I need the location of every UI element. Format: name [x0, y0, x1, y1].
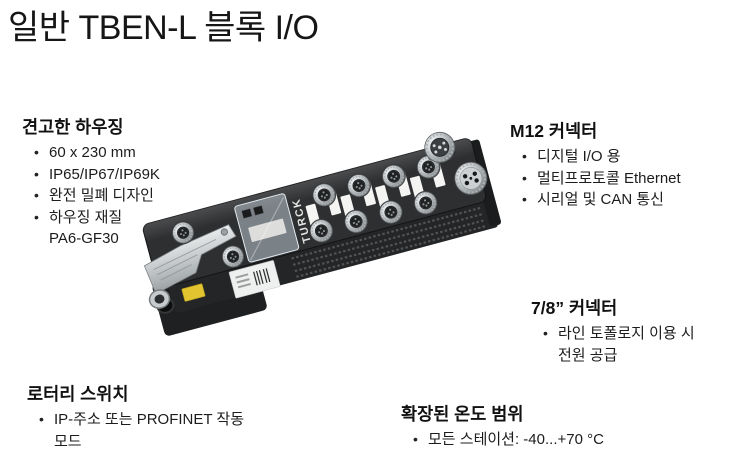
bullet-item: 시리얼 및 CAN 통신: [522, 189, 681, 211]
m12-heading: M12 커넥터: [510, 121, 598, 141]
78-connector-heading: 7/8” 커넥터: [531, 298, 618, 318]
bullet-item: 60 x 230 mm: [34, 142, 160, 164]
annotation-housing: 견고한 하우징 60 x 230 mm IP65/IP67/IP69K 완전 밀…: [22, 114, 160, 250]
bullet-item: 라인 토폴로지 이용 시전원 공급: [543, 323, 695, 366]
bullet-item: 모든 스테이션: -40...+70 °C: [413, 429, 604, 451]
temperature-heading: 확장된 온도 범위: [401, 404, 524, 424]
rotary-switch-icon: [252, 205, 265, 216]
power-connector-male: [424, 131, 456, 163]
m12-bullets: 디지털 I/O 용 멀티프로토콜 Ethernet 시리얼 및 CAN 통신: [510, 146, 681, 211]
address-window: [234, 193, 300, 263]
power-connector-female: [454, 161, 488, 195]
top-face-sheen: [143, 138, 474, 241]
housing-heading: 견고한 하우징: [22, 117, 124, 137]
bullet-item: IP65/IP67/IP69K: [34, 164, 160, 186]
device-body-group: TURCK: [142, 131, 502, 336]
temperature-bullets: 모든 스테이션: -40...+70 °C: [401, 429, 604, 451]
yellow-sticker: [181, 283, 206, 302]
slide-title: 일반 TBEN-L 블록 I/O: [8, 9, 319, 47]
bullet-item: 디지털 I/O 용: [522, 146, 681, 168]
housing-bullets: 60 x 230 mm IP65/IP67/IP69K 완전 밀폐 디자인 하우…: [22, 142, 160, 250]
annotation-temperature: 확장된 온도 범위 모든 스테이션: -40...+70 °C: [401, 401, 604, 451]
78-connector-bullets: 라인 토폴로지 이용 시전원 공급: [531, 323, 695, 366]
annotation-78-connector: 7/8” 커넥터 라인 토폴로지 이용 시전원 공급: [531, 295, 695, 366]
annotation-m12: M12 커넥터 디지털 I/O 용 멀티프로토콜 Ethernet 시리얼 및 …: [510, 118, 681, 211]
barcode-label: [228, 260, 281, 299]
rotary-switch-icon: [241, 208, 253, 219]
bullet-item: 완전 밀폐 디자인: [34, 185, 160, 207]
window-label: [248, 218, 287, 242]
rotary-heading: 로터리 스위치: [27, 384, 129, 404]
mounting-clip: [143, 224, 237, 309]
bullet-item: 멀티프로토콜 Ethernet: [522, 168, 681, 190]
